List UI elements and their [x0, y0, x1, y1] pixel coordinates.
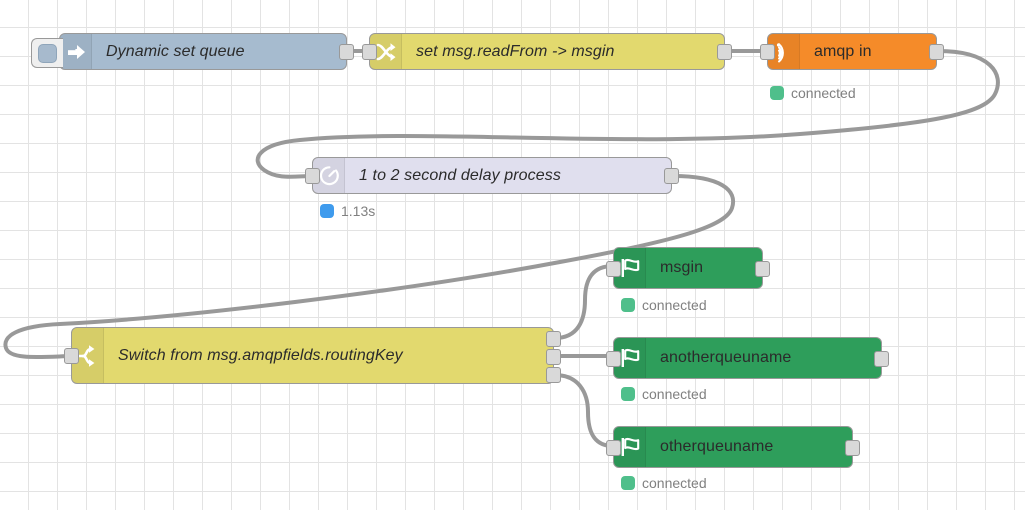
msgin-status-text: connected	[642, 297, 707, 313]
amqp-in-status: connected	[770, 85, 856, 101]
status-dot-green	[621, 387, 635, 401]
inject-output-port[interactable]	[339, 44, 354, 60]
wire-switch3-to-otherqueuename	[553, 373, 615, 448]
arrow-right-icon	[65, 41, 87, 63]
flag-icon	[618, 256, 642, 280]
inject-button-knob	[38, 43, 57, 63]
status-dot-green	[621, 476, 635, 490]
node-change[interactable]: set msg.readFrom -> msgin	[362, 33, 732, 70]
node-msgin-label: msgin	[660, 259, 704, 276]
node-amqp-in-label: amqp in	[814, 42, 872, 60]
anotherqueuename-status: connected	[621, 386, 707, 402]
node-delay[interactable]: 1 to 2 second delay process	[305, 157, 679, 194]
status-dot-green	[621, 298, 635, 312]
node-switch-label: Switch from msg.amqpfields.routingKey	[118, 346, 403, 364]
amqp-in-status-text: connected	[791, 85, 856, 101]
amqp-in-input-port[interactable]	[760, 44, 775, 60]
switch-branch-icon	[76, 344, 100, 368]
node-change-label: set msg.readFrom -> msgin	[416, 42, 615, 60]
wire-switch1-to-msgin	[553, 264, 615, 340]
otherqueuename-output-port[interactable]	[845, 440, 860, 456]
otherqueuename-status-text: connected	[642, 475, 707, 491]
switch-input-port[interactable]	[64, 348, 79, 364]
switch-output-port-1[interactable]	[546, 331, 561, 347]
msgin-input-port[interactable]	[606, 261, 621, 277]
change-input-port[interactable]	[362, 44, 377, 60]
switch-output-port-2[interactable]	[546, 349, 561, 365]
inject-icon-box	[60, 34, 92, 69]
broadcast-icon	[772, 40, 796, 64]
switch-output-port-3[interactable]	[546, 367, 561, 383]
otherqueuename-status: connected	[621, 475, 707, 491]
node-amqp-in[interactable]: amqp in	[760, 33, 944, 70]
anotherqueuename-status-text: connected	[642, 386, 707, 402]
anotherqueuename-input-port[interactable]	[606, 351, 621, 367]
node-inject-label: Dynamic set queue	[106, 42, 245, 60]
clock-icon	[317, 164, 341, 188]
anotherqueuename-output-port[interactable]	[874, 351, 889, 367]
node-inject[interactable]: Dynamic set queue	[31, 33, 354, 70]
delay-status-text: 1.13s	[341, 203, 376, 219]
node-otherqueuename-label: otherqueuname	[660, 438, 774, 455]
amqp-in-output-port[interactable]	[929, 44, 944, 60]
node-amqp-out-anotherqueuename[interactable]: anotherqueuname	[606, 337, 889, 379]
node-amqp-out-msgin[interactable]: msgin	[606, 247, 770, 289]
node-amqp-out-otherqueuename[interactable]: otherqueuname	[606, 426, 860, 468]
inject-trigger-button[interactable]	[31, 38, 63, 68]
node-switch[interactable]: Switch from msg.amqpfields.routingKey	[64, 327, 561, 384]
msgin-status: connected	[621, 297, 707, 313]
shuffle-icon	[374, 40, 398, 64]
flag-icon	[618, 346, 642, 370]
node-anotherqueuename-label: anotherqueuname	[660, 349, 792, 366]
delay-status: 1.13s	[320, 203, 375, 219]
status-dot-blue	[320, 204, 334, 218]
delay-input-port[interactable]	[305, 168, 320, 184]
delay-output-port[interactable]	[664, 168, 679, 184]
change-output-port[interactable]	[717, 44, 732, 60]
msgin-output-port[interactable]	[755, 261, 770, 277]
node-delay-label: 1 to 2 second delay process	[359, 166, 561, 184]
status-dot-green	[770, 86, 784, 100]
flag-icon	[618, 435, 642, 459]
otherqueuename-input-port[interactable]	[606, 440, 621, 456]
